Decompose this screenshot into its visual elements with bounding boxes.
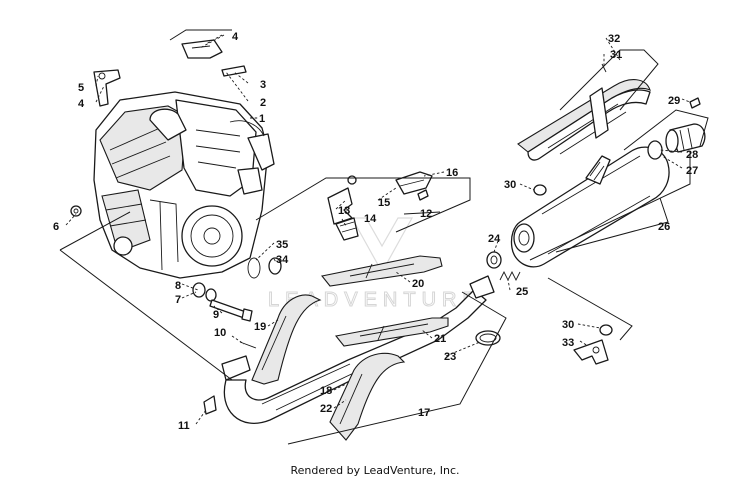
bolt-9 bbox=[209, 299, 253, 322]
callout-18: 18 bbox=[320, 385, 332, 397]
callout-7: 7 bbox=[175, 294, 181, 306]
bolt-11 bbox=[203, 395, 217, 415]
nut-6 bbox=[70, 205, 82, 217]
engine-mount-bracket-left bbox=[93, 69, 121, 107]
engine-mount-bracket-top bbox=[181, 39, 223, 59]
muffler-bracket-33 bbox=[573, 339, 609, 365]
gasket-24 bbox=[486, 251, 502, 269]
washer-7 bbox=[205, 288, 217, 302]
callout-19: 19 bbox=[254, 321, 266, 333]
heat-shield-19 bbox=[251, 294, 322, 385]
callout-30-upper: 30 bbox=[504, 179, 516, 191]
callout-29: 29 bbox=[668, 95, 680, 107]
gasket-27 bbox=[647, 140, 663, 160]
mount-bolt bbox=[221, 65, 247, 77]
callout-20: 20 bbox=[412, 278, 424, 290]
callout-8: 8 bbox=[175, 280, 181, 292]
callouts: 1 2 3 4 5 4 6 8 7 9 10 11 35 34 13 14 15… bbox=[53, 31, 698, 432]
callout-34: 34 bbox=[276, 254, 289, 266]
callout-4-top: 4 bbox=[232, 31, 239, 43]
callout-28: 28 bbox=[686, 149, 698, 161]
callout-3: 3 bbox=[260, 79, 266, 91]
stud-10 bbox=[239, 341, 257, 349]
screw-31 bbox=[601, 63, 607, 73]
callout-6: 6 bbox=[53, 221, 59, 233]
callout-12: 12 bbox=[420, 208, 432, 220]
callout-13: 13 bbox=[338, 205, 350, 217]
heat-shield-18 bbox=[329, 352, 406, 441]
seal-35 bbox=[247, 257, 261, 279]
screw-29 bbox=[689, 97, 701, 109]
callout-17: 17 bbox=[418, 407, 430, 419]
heat-shield-20 bbox=[321, 255, 443, 287]
spark-arrestor bbox=[665, 123, 706, 153]
callout-31: 31 bbox=[610, 49, 622, 61]
callout-27: 27 bbox=[686, 165, 698, 177]
callout-21: 21 bbox=[434, 333, 446, 345]
engine-assembly bbox=[93, 91, 275, 279]
washer-8 bbox=[192, 282, 206, 298]
callout-2: 2 bbox=[260, 97, 266, 109]
group-brackets bbox=[59, 29, 709, 445]
muffler bbox=[510, 146, 670, 268]
grommet-30-lower bbox=[599, 324, 613, 336]
callout-15: 15 bbox=[378, 197, 390, 209]
callout-25: 25 bbox=[516, 286, 528, 298]
callout-30-lower: 30 bbox=[562, 319, 574, 331]
callout-22: 22 bbox=[320, 403, 332, 415]
callout-10: 10 bbox=[214, 327, 226, 339]
muffler-heat-shield bbox=[517, 79, 651, 161]
head-pipe bbox=[221, 275, 495, 424]
heat-shield-21 bbox=[334, 317, 449, 347]
callout-14: 14 bbox=[364, 213, 377, 225]
callout-26: 26 bbox=[658, 221, 670, 233]
callout-11: 11 bbox=[178, 420, 190, 432]
footer-credit: Rendered by LeadVenture, Inc. bbox=[290, 464, 460, 477]
leader-lines bbox=[65, 34, 691, 425]
grommet-30-upper bbox=[533, 184, 547, 196]
callout-16: 16 bbox=[446, 167, 458, 179]
callout-1: 1 bbox=[259, 113, 265, 125]
callout-23: 23 bbox=[444, 351, 456, 363]
o-ring-34 bbox=[268, 257, 282, 275]
clamp-23 bbox=[475, 330, 501, 346]
watermark-text: LEADVENTURE bbox=[268, 289, 482, 311]
spring-25 bbox=[499, 270, 521, 282]
callout-5: 5 bbox=[78, 82, 84, 94]
callout-4-left: 4 bbox=[78, 98, 85, 110]
callout-33: 33 bbox=[562, 337, 574, 349]
callout-9: 9 bbox=[213, 309, 219, 321]
callout-35: 35 bbox=[276, 239, 288, 251]
callout-32: 32 bbox=[608, 33, 620, 45]
callout-24: 24 bbox=[488, 233, 501, 245]
